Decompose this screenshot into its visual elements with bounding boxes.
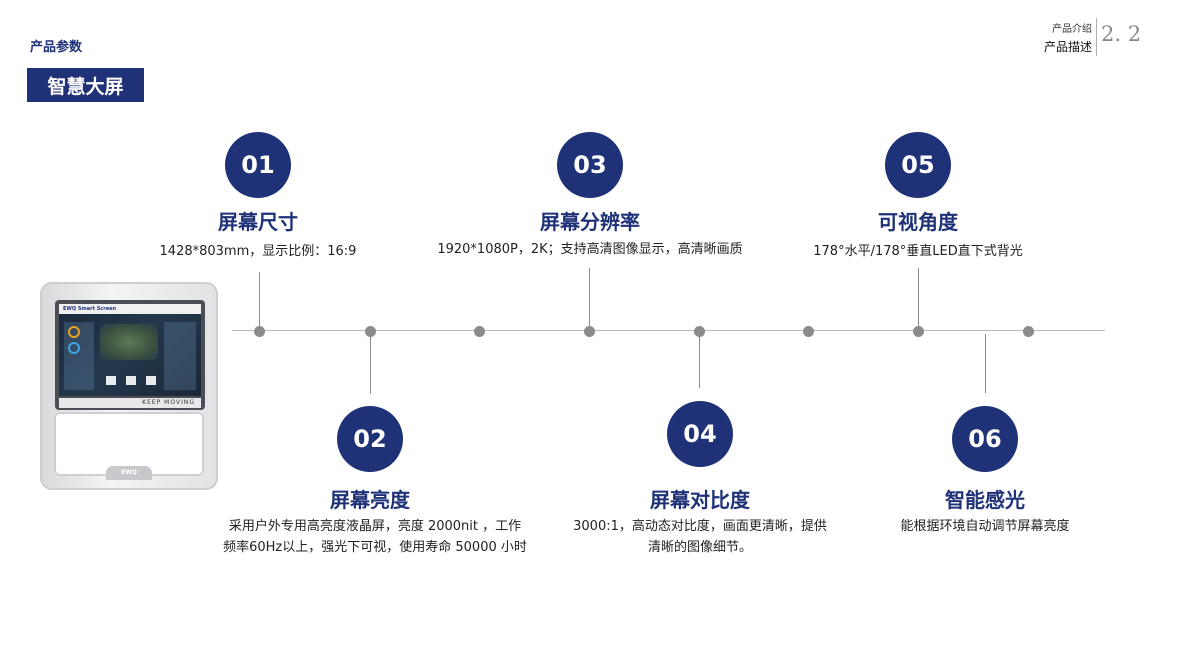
page-title: 智慧大屏 [27, 68, 144, 102]
feature-description: 能根据环境自动调节屏幕亮度 [900, 519, 1070, 534]
device-screen-header: EWQ Smart Screen [59, 304, 201, 314]
screen-gauge-icon [68, 342, 80, 354]
feature-title: 屏幕亮度 [330, 488, 410, 512]
feature-description: 3000:1，高动态对比度，画面更清晰，提供 清晰的图像细节。 [573, 516, 827, 558]
section-number: 2. 2 [1101, 22, 1142, 46]
feature-title: 智能感光 [945, 488, 1025, 512]
timeline-dot [1022, 325, 1034, 337]
feature-description-line: 清晰的图像细节。 [647, 540, 752, 555]
feature-number-badge: 04 [667, 401, 733, 467]
feature-description-line: 3000:1，高动态对比度，画面更清晰，提供 [573, 519, 827, 534]
screen-right-panel [164, 322, 196, 390]
screen-tile [146, 376, 156, 385]
feature-number-badge: 02 [337, 406, 403, 472]
feature-description-line: 采用户外专用高亮度液晶屏，亮度 2000nit ，工作 [228, 519, 522, 534]
connector-line [370, 331, 371, 394]
screen-tile [106, 376, 116, 385]
connector-line [918, 268, 919, 330]
smart-screen-illustration: EWQ Smart Screen KEEP MOVING EWQ [40, 282, 220, 492]
device-frame-opening [54, 412, 204, 476]
feature-number-badge: 01 [225, 132, 291, 198]
feature-title: 可视角度 [878, 210, 958, 234]
feature-description: 178°水平/178°垂直LED直下式背光 [813, 244, 1023, 259]
feature-description: 1920*1080P，2K；支持高清图像显示，高清晰画质 [437, 242, 743, 257]
header-main-label: 产品描述 [1043, 40, 1092, 54]
device-slogan: KEEP MOVING [59, 398, 201, 408]
section-label: 产品参数 [30, 40, 83, 55]
screen-map-image [100, 324, 158, 360]
feature-title: 屏幕对比度 [650, 488, 750, 512]
timeline-dot [693, 325, 705, 337]
connector-line [699, 331, 700, 388]
feature-number-badge: 03 [557, 132, 623, 198]
connector-line [589, 268, 590, 330]
feature-description: 1428*803mm，显示比例：16:9 [159, 244, 357, 259]
connector-line [259, 272, 260, 330]
device-base-logo: EWQ [106, 466, 152, 480]
screen-tile [126, 376, 136, 385]
timeline-dot [253, 325, 265, 337]
feature-description-line: 频率60Hz以上，强光下可视，使用寿命 50000 小时 [223, 540, 527, 555]
header-sub-label: 产品介绍 [1052, 24, 1092, 35]
feature-number-badge: 05 [885, 132, 951, 198]
timeline-dot [473, 325, 485, 337]
header-breadcrumb: 产品介绍 产品描述 [1044, 20, 1092, 55]
timeline-dot [912, 325, 924, 337]
timeline-dot [583, 325, 595, 337]
feature-number-badge: 06 [952, 406, 1018, 472]
feature-title: 屏幕分辨率 [540, 210, 640, 234]
feature-title: 屏幕尺寸 [218, 210, 298, 234]
timeline-dot [802, 325, 814, 337]
timeline-line [232, 330, 1105, 331]
header-divider [1096, 18, 1097, 56]
screen-gauge-icon [68, 326, 80, 338]
timeline-dot [364, 325, 376, 337]
feature-description: 采用户外专用高亮度液晶屏，亮度 2000nit ，工作 频率60Hz以上，强光下… [223, 516, 527, 558]
connector-line [985, 334, 986, 393]
